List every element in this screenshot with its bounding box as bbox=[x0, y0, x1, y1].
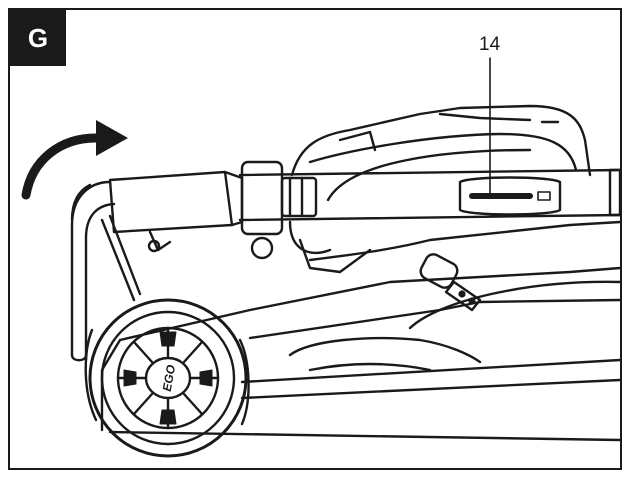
rear-wheel bbox=[84, 298, 250, 458]
handle-grip bbox=[108, 170, 244, 234]
mower-deck bbox=[100, 266, 620, 442]
folding-knob bbox=[240, 160, 332, 260]
motor-housing bbox=[290, 104, 620, 274]
figure-badge: G bbox=[10, 10, 66, 66]
handle-bar bbox=[238, 168, 620, 222]
rear-handle-loop bbox=[70, 180, 172, 362]
mower-illustration bbox=[21, 57, 620, 458]
callout-label: 14 bbox=[479, 34, 501, 55]
figure-badge-label: G bbox=[27, 22, 49, 53]
height-adjust-knob bbox=[419, 253, 482, 312]
figure-frame: G 14 EGO bbox=[8, 8, 622, 470]
curved-arrow-clockwise-icon bbox=[21, 120, 128, 200]
